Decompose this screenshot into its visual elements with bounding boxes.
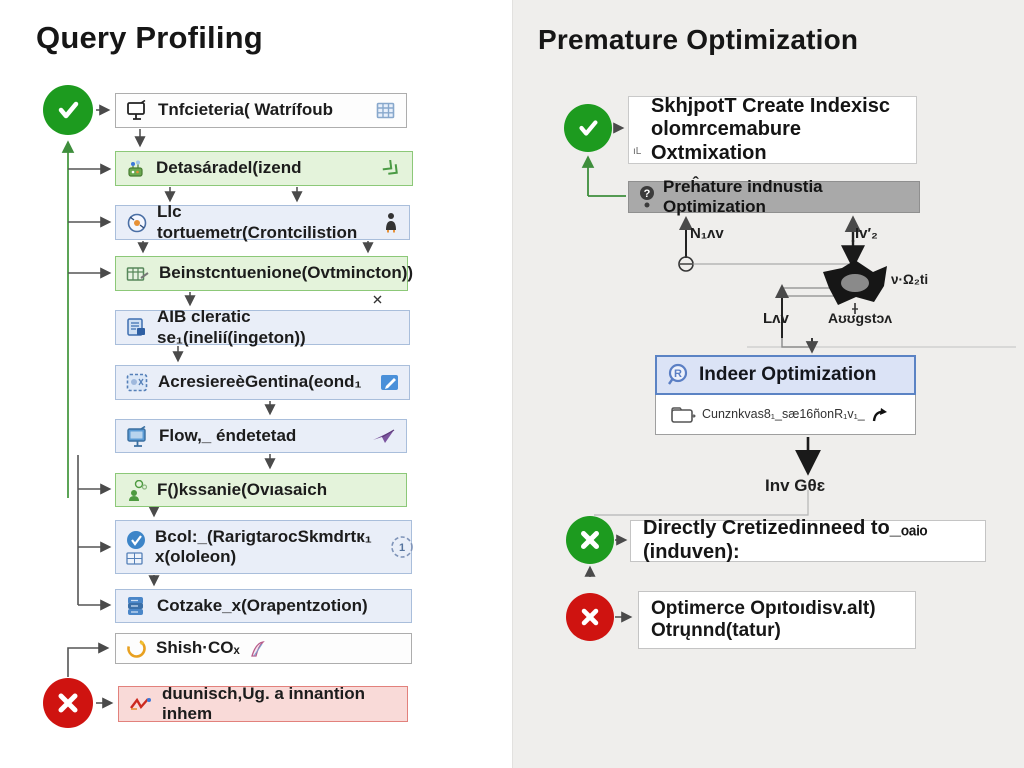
person-dark-icon — [386, 213, 396, 233]
arrow-label-omega: ν·Ω₂ti — [891, 272, 929, 287]
node-label: Bcol:_(RarigtarocSkmdrtк₁ x(ololeon) — [155, 526, 372, 566]
node-label: Detasáradel(izend — [156, 158, 302, 178]
approve-box: SkhjpotT Create Indexisc olomrcemabure O… — [628, 94, 917, 164]
flow-node-declarative: AIB cleratic se₁(inelií(ingeton)) — [115, 307, 410, 347]
stamp-icon — [126, 373, 148, 391]
arrow-label-august: Aʊʊgstɔʌ — [828, 310, 893, 326]
arrow-label-n2: Iv′₂ — [855, 225, 878, 242]
gray-box-label: Preĥature indnustia Optimization — [663, 176, 823, 216]
circle-check-blue-icon — [127, 530, 145, 549]
node-label: Beinstcntuenione(Ovtmincton)) — [159, 263, 414, 283]
flow-node-bool: Bcol:_(RarigtarocSkmdrtк₁ x(ololeon) 1 — [115, 520, 413, 574]
flow-node-database: Detasáradel(izend — [115, 151, 413, 186]
svg-text:?: ? — [644, 188, 651, 200]
green-cross-circle-icon — [566, 516, 614, 564]
table-grid-icon — [376, 102, 395, 118]
svg-text:1: 1 — [399, 542, 405, 554]
node-label: Llc tortuemetr(Crontcilistion — [157, 202, 358, 242]
table-pen-icon — [126, 266, 149, 281]
premature-gray-box: ? Preĥature indnustia Optimization — [628, 177, 920, 216]
index-box-subrow: Cunznkvas8₁_sæ16ñonR₁v₁_ — [655, 395, 916, 435]
monitor-icon — [127, 100, 146, 120]
node-label: duunisch,Ug. a innantion inhem — [162, 683, 366, 723]
target-icon — [127, 213, 147, 232]
pencil-square-icon — [380, 375, 398, 390]
cross-circle-icon — [566, 593, 614, 641]
flow-node-cotzake: Cotzake_x(Orapentzotion) — [115, 589, 412, 623]
device-icon — [128, 160, 143, 177]
node-label: Shish·COₓ — [156, 638, 240, 658]
arrow-label-low: Lʌv — [763, 310, 789, 327]
cross-circle-icon — [43, 678, 93, 728]
index-box-header: R Indeer Optimization — [655, 355, 916, 395]
node-label: Flow,_ éndetetad — [159, 425, 297, 445]
red-scribble-icon — [130, 697, 151, 710]
flow-node-tuning: Llc tortuemetr(Crontcilistion — [115, 202, 410, 242]
avoid-box-label: Optimerce Opıtoıdisv.alt) Otrųnnd(tatur) — [651, 597, 876, 641]
folder-icon — [671, 406, 696, 423]
index-optimization-box: R Indeer Optimization Cunznkvas8₁_sæ16ño… — [655, 355, 916, 435]
feather-pink-icon — [250, 640, 265, 657]
left-panel-title: Query Profiling — [36, 20, 263, 55]
node-label: F()kssanie(Ovıasaich — [157, 479, 328, 499]
check-circle-icon — [564, 104, 612, 152]
node-label: Cotzake_x(Orapentzotion) — [157, 595, 368, 615]
index-box-title: Indeer Optimization — [699, 363, 877, 385]
arrow-label-inv: Inv Gθɛ — [765, 476, 826, 495]
small-glyph: ıL — [633, 146, 642, 157]
approve-box-label: SkhjpotT Create Indexisc olomrcemabure O… — [651, 94, 890, 164]
node-label: AIB cleratic se₁(inelií(ingeton)) — [157, 307, 306, 347]
magnifier-icon: R — [668, 363, 688, 385]
flow-node-instrumentation: Beinstcntuenione(Ovtmincton)) — [115, 256, 413, 291]
orange-arc-icon — [127, 639, 146, 658]
flow-node-waterfall: Tnfcieteria( Watrífoub — [115, 93, 407, 128]
direct-box-label: Directly Cretizedinneed to_ₒₐᵢₒ (induven… — [643, 517, 928, 563]
flow-node-agent: AcresiereèGentina(eond₁ — [115, 365, 410, 400]
avoid-optimization-box: Optimerce Opıtoıdisv.alt) Otrųnnd(tatur) — [638, 591, 916, 649]
person-green-icon — [129, 479, 148, 501]
flow-node-shish: Shish·COₓ — [115, 633, 412, 664]
node-label: Tnfcieteria( Watrífoub — [158, 100, 334, 120]
chevrons-icon — [382, 159, 398, 175]
document-blue-icon — [127, 318, 145, 336]
plane-purple-icon — [373, 428, 395, 443]
mini-grid-icon — [126, 551, 143, 565]
check-circle-icon — [43, 85, 93, 135]
right-panel-title: Premature Optimization — [538, 24, 859, 55]
monitor-edit-icon — [127, 425, 146, 447]
svg-text:R: R — [674, 368, 682, 380]
direct-create-box: Directly Cretizedinneed to_ₒₐᵢₒ (induven… — [630, 517, 986, 563]
index-box-subtitle: Cunznkvas8₁_sæ16ñonR₁v₁_ — [702, 407, 865, 422]
flow-node-flow: Flow,_ éndetetad — [115, 419, 407, 453]
flow-node-error: duunisch,Ug. a innantion inhem — [118, 683, 408, 723]
arrow-label-n1: N₁ʌv — [690, 225, 724, 242]
stack-blue-icon — [128, 597, 143, 615]
circled-one-icon: 1 — [390, 536, 413, 558]
flow-node-forensic: F()kssanie(Ovıasaich — [115, 473, 407, 507]
node-label: AcresiereèGentina(eond₁ — [158, 372, 362, 392]
curved-arrow-icon — [872, 407, 887, 421]
question-icon: ? — [640, 186, 654, 208]
